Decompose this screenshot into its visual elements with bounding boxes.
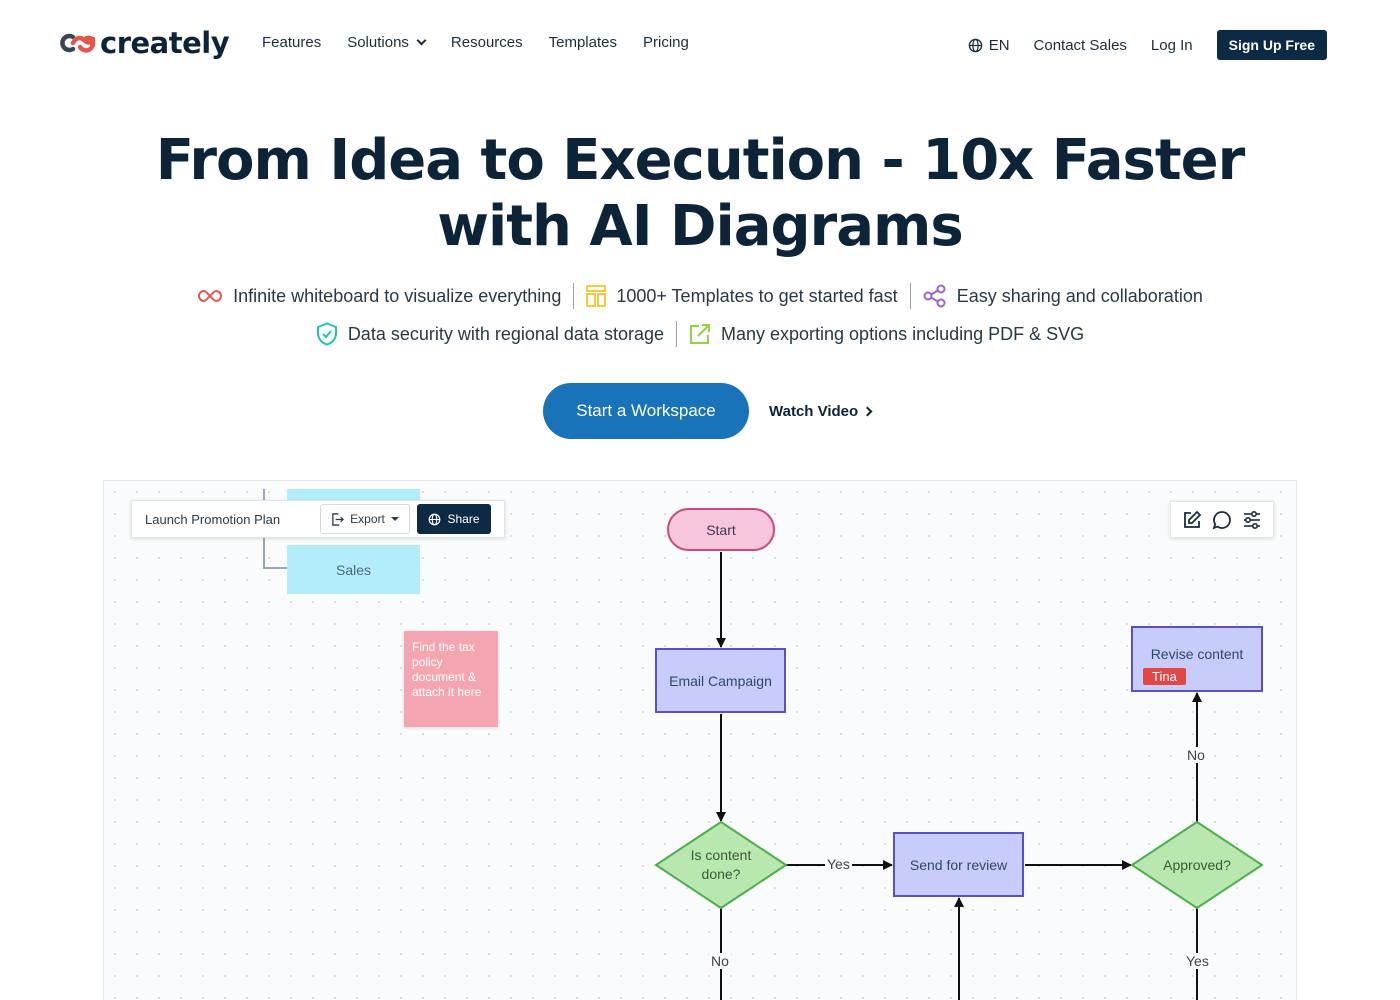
decision-is-content-done-shape[interactable] [654,820,788,910]
collaborator-tag: Tina [1143,668,1186,685]
templates-icon [586,285,607,307]
share-nodes-icon [923,284,946,308]
edit-icon[interactable] [1182,510,1202,530]
export-button[interactable]: Export [320,504,410,534]
share-label: Share [447,512,480,526]
export-label: Export [350,512,385,526]
language-label: EN [988,36,1010,54]
top-navigation: creately Features Solutions Resources Te… [0,0,1400,90]
nav-link-features[interactable]: Features [262,34,322,51]
diagram-canvas[interactable]: Sales Find the tax policy document & att… [103,480,1297,1000]
nav-link-pricing[interactable]: Pricing [643,34,689,51]
signup-button[interactable]: Sign Up Free [1216,30,1327,60]
connectors [263,489,1264,1000]
decision-approved-label: Approved? [1163,856,1231,873]
nav-links: Features Solutions Resources Templates P… [262,34,689,51]
revise-content-node[interactable]: Revise content [1131,626,1263,692]
divider [675,321,677,347]
export-icon [689,324,710,344]
nav-actions: EN Contact Sales Log In Sign Up Free [968,30,1327,60]
sticky-note[interactable]: Find the tax policy document & attach it… [404,631,498,727]
feature-text: Many exporting options including PDF & S… [720,323,1085,344]
document-toolbar: Launch Promotion Plan Export Share [131,500,505,538]
divider [573,283,575,309]
watch-video-label: Watch Video [769,402,859,420]
hero-title-line2: with AI Diagrams [437,194,963,259]
feature-item: Data security with regional data storage [304,322,676,346]
export-file-icon [332,512,345,526]
chevron-down-icon [416,35,427,46]
decision-is-content-done-label: Is content done? [690,847,752,882]
login-link[interactable]: Log In [1150,36,1193,54]
globe-icon [429,513,441,525]
document-title[interactable]: Launch Promotion Plan [145,511,281,527]
start-node[interactable]: Start [667,508,775,551]
send-for-review-node[interactable]: Send for review [893,832,1024,897]
edge-label-no: No [709,953,731,969]
language-selector[interactable]: EN [968,37,1010,54]
shield-check-icon [316,322,337,346]
hero-title-line1: From Idea to Execution - 10x Faster [155,128,1246,193]
caret-down-icon [390,517,399,521]
edge-label-yes: Yes [1184,953,1211,969]
settings-sliders-icon[interactable] [1242,510,1262,530]
contact-sales-link[interactable]: Contact Sales [1033,36,1127,54]
canvas-tools [1170,501,1274,538]
services-node[interactable] [287,489,420,501]
feature-text: 1000+ Templates to get started fast [616,285,898,306]
decision-approved-shape[interactable] [1130,820,1264,910]
infinity-icon [198,289,223,303]
divider [909,283,911,309]
edge-label-yes: Yes [825,856,852,872]
start-workspace-button[interactable]: Start a Workspace [543,383,749,439]
feature-item: 1000+ Templates to get started fast [574,285,909,307]
feature-item: Infinite whiteboard to visualize everyth… [185,286,573,307]
creately-logo-icon [60,32,96,54]
email-campaign-node[interactable]: Email Campaign [655,648,786,713]
comment-icon[interactable] [1212,510,1232,530]
cta-row: Start a Workspace Watch Video [543,383,873,439]
feature-list: Infinite whiteboard to visualize everyth… [0,280,1400,356]
feature-text: Data security with regional data storage [347,323,664,344]
revise-content-label: Revise content [1150,645,1244,662]
feature-text: Infinite whiteboard to visualize everyth… [233,285,562,306]
feature-item: Easy sharing and collaboration [911,284,1215,308]
brand-name: creately [100,26,230,60]
nav-link-templates[interactable]: Templates [548,34,617,51]
watch-video-link[interactable]: Watch Video [769,402,873,420]
nav-link-resources[interactable]: Resources [450,34,523,51]
feature-text: Easy sharing and collaboration [956,285,1203,306]
edge-label-no: No [1185,747,1207,763]
chevron-right-icon [862,406,873,416]
sales-node[interactable]: Sales [287,545,420,594]
creately-logo[interactable]: creately [60,26,230,60]
hero-title: From Idea to Execution - 10x Faster with… [0,128,1400,260]
feature-item: Many exporting options including PDF & S… [677,323,1096,345]
share-button[interactable]: Share [417,504,491,534]
nav-link-solutions-label: Solutions [347,34,409,51]
nav-link-solutions[interactable]: Solutions [347,34,427,51]
globe-icon [968,38,982,52]
